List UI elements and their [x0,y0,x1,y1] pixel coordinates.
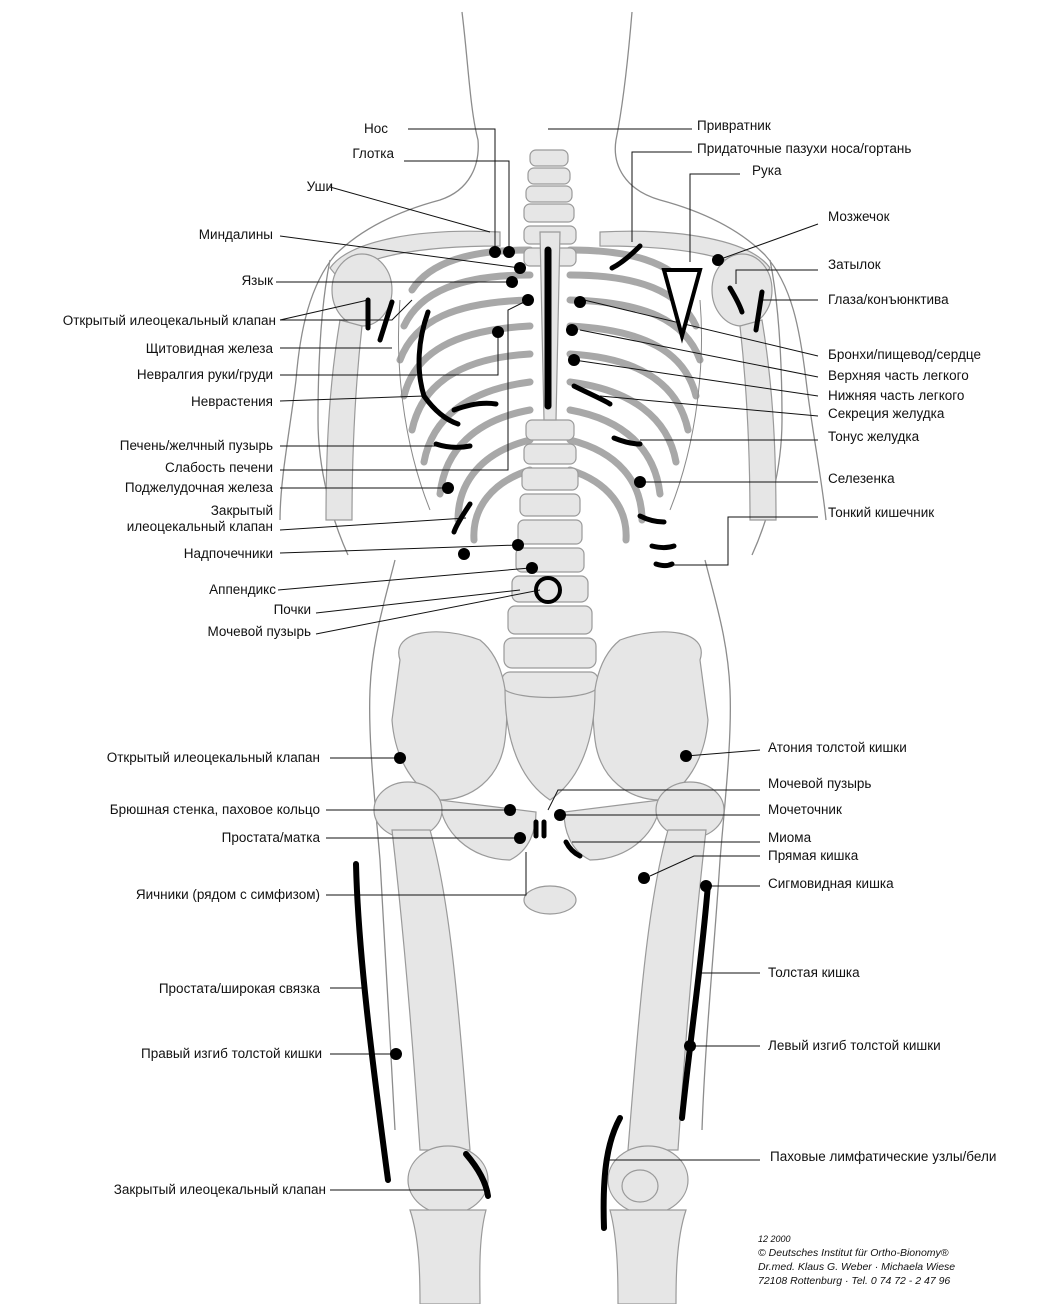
label-pechen: Печень/желчный пузырь [120,438,273,454]
label-levyy-izgib: Левый изгиб толстой кишки [768,1038,941,1054]
label-pochki: Почки [274,602,311,618]
label-mindaliny: Миндалины [199,227,273,243]
label-closed-valve-upper: Закрытый илеоцекальный клапан [127,503,273,535]
label-open-valve-hip: Открытый илеоцекальный клапан [107,750,320,766]
label-glotka: Глотка [352,146,394,162]
label-zatylok: Затылок [828,257,881,273]
credits-line-3: 72108 Rottenburg · Tel. 0 74 72 - 2 47 9… [758,1274,955,1288]
neck-bones [524,150,574,222]
label-yazyk: Язык [241,273,273,289]
credits-date: 12 2000 [758,1232,955,1246]
label-nevralgiya: Невралгия руки/груди [137,367,273,383]
label-appendiks: Аппендикс [209,582,276,598]
label-pravyy-izgib: Правый изгиб толстой кишки [141,1046,322,1062]
label-prostata-matka: Простата/матка [222,830,320,846]
label-nos: Нос [364,121,388,137]
label-mochevoy-lower: Мочевой пузырь [768,776,871,792]
label-prostata-svyazka: Простата/широкая связка [159,981,320,997]
label-mioma: Миома [768,830,811,846]
label-bronhi: Бронхи/пищевод/сердце [828,347,981,363]
credits-line-1: © Deutsches Institut für Ortho-Bionomy® [758,1246,955,1260]
label-pryamaya: Прямая кишка [768,848,858,864]
label-shchitovidnaya: Щитовидная железа [146,341,273,357]
label-nadpochechniki: Надпочечники [184,546,273,562]
label-selezenka: Селезенка [828,471,895,487]
credits-line-2: Dr.med. Klaus G. Weber · Michaela Wiese [758,1260,955,1274]
label-privratnik: Привратник [697,118,771,134]
label-pridatochnye: Придаточные пазухи носа/гортань [697,141,911,157]
label-mochevoy-upper: Мочевой пузырь [208,624,311,640]
label-sekreciya: Секреция желудка [828,406,944,422]
label-verhnyaya: Верхняя часть легкого [828,368,969,384]
label-ushi: Уши [307,179,333,195]
label-tolstaya: Толстая кишка [768,965,860,981]
label-podzheludochnaya: Поджелудочная железа [125,480,273,496]
label-open-valve-upper: Открытый илеоцекальный клапан [63,313,276,329]
label-mochetochnik: Мочеточник [768,802,842,818]
copyright-block: 12 2000 © Deutsches Institut für Ortho-B… [758,1232,955,1288]
label-ruka: Рука [752,163,781,179]
label-slabost-pecheni: Слабость печени [165,460,273,476]
label-tonus: Тонус желудка [828,429,919,445]
label-sigmovidnaya: Сигмовидная кишка [768,876,894,892]
label-mozzhechok: Мозжечок [828,209,889,225]
label-nizhnyaya: Нижняя часть легкого [828,388,964,404]
label-bryushnaya: Брюшная стенка, паховое кольцо [110,802,320,818]
label-tonkiy: Тонкий кишечник [828,505,934,521]
label-nevrasteniya: Неврастения [191,394,273,410]
label-atoniya: Атония толстой кишки [768,740,907,756]
label-yaichniki: Яичники (рядом с симфизом) [136,887,320,903]
label-pahovye: Паховые лимфатические узлы/бели [770,1149,996,1165]
label-glaza: Глаза/конъюнктива [828,292,949,308]
legs [374,782,724,1304]
label-closed-valve-knee: Закрытый илеоцекальный клапан [114,1182,326,1198]
